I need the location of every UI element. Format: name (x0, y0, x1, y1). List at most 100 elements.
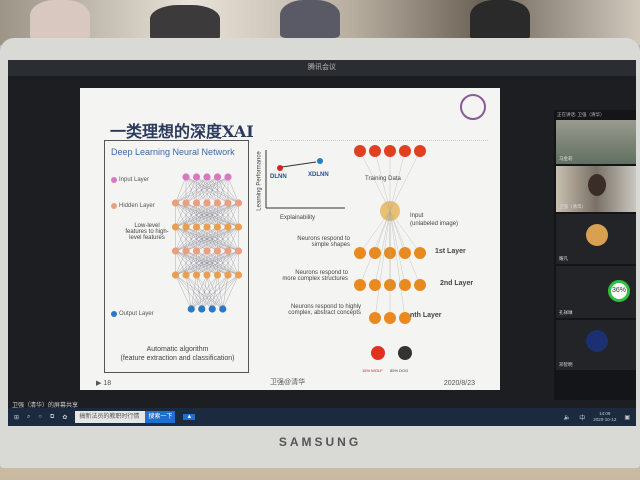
point-dlnn (277, 165, 283, 171)
neuron (213, 271, 222, 279)
layer1-desc: Neurons respond to simple shapes (297, 236, 350, 248)
windows-start-icon[interactable]: ⊞ (14, 414, 20, 421)
feature-neuron (399, 247, 411, 259)
neuron (224, 223, 232, 231)
audience-person (150, 5, 220, 40)
neuron (224, 271, 232, 279)
dl-title: Deep Learning Neural Network (111, 147, 235, 157)
legend-output: Output Layer (111, 311, 154, 317)
dog-output-icon (398, 346, 412, 360)
neuron (182, 271, 190, 279)
feature-neuron (354, 145, 366, 157)
input-sub-label: (unlabeled image) (410, 221, 459, 227)
feature-neuron (369, 247, 381, 259)
feature-neuron (414, 279, 426, 291)
participant-tile[interactable]: 马金莉 (556, 120, 636, 164)
neuron (171, 223, 180, 231)
participants-panel: 正在讲话: 卫强（清华） 马金莉 卫强（清华） 耀凡 36%孔祥琳 邓智明 (554, 110, 636, 400)
neuron (187, 305, 195, 313)
neuron (213, 173, 222, 181)
neuron (203, 173, 211, 181)
participant-tile[interactable]: 耀凡 (556, 214, 636, 264)
laptop: 腾讯会议 一类理想的深度XAI Deep Learning Neural Net… (0, 38, 640, 468)
neuron (234, 271, 243, 279)
input-label: Input (410, 213, 424, 219)
feature-neuron (399, 312, 411, 324)
slide-author: 卫强@清华 (270, 379, 306, 386)
app-icon[interactable]: ✿ (62, 414, 68, 421)
taskbar-search-input[interactable]: 搞新法员的教职时行情 (75, 411, 146, 423)
neuron (224, 247, 232, 255)
neuron (224, 173, 232, 181)
neuron (203, 199, 211, 207)
notification-icon[interactable]: ▣ (624, 414, 630, 421)
neuron (224, 199, 232, 207)
ime-indicator[interactable]: 中 (579, 415, 586, 422)
label-xdlnn: XDLNN (308, 172, 329, 178)
neural-network-diagram (171, 173, 243, 313)
neuron (192, 271, 201, 279)
caption-line1: Automatic algorithm (146, 346, 209, 353)
neuron (203, 271, 211, 279)
laptop-brand-logo: SAMSUNG (278, 435, 362, 449)
university-seal-icon (460, 94, 486, 120)
layern-desc: Neurons respond to highly complex, abstr… (288, 304, 361, 316)
feature-neuron (414, 247, 426, 259)
neuron (192, 199, 201, 207)
training-label: Training Data (365, 176, 401, 182)
neuron (234, 247, 243, 255)
participant-tile[interactable]: 邓智明 (556, 320, 636, 370)
feature-neuron (384, 312, 396, 324)
wolf-output-icon (371, 346, 385, 360)
audience-person (470, 0, 530, 40)
output-wolf: 15% WOLF (362, 368, 383, 373)
features-note: Low-level features to high-level feature… (125, 223, 169, 241)
feature-neuron (414, 145, 426, 157)
legend-input: Input Layer (111, 177, 149, 183)
layer2-desc: Neurons respond to more complex structur… (282, 270, 348, 282)
neuron (208, 305, 216, 313)
output-dog: 85% DOG (390, 368, 409, 373)
slide-date: 2020/8/23 (443, 380, 475, 387)
page-number: ▶ 18 (96, 380, 112, 387)
neuron (219, 305, 227, 313)
search-icon[interactable]: ⌕ (27, 413, 31, 420)
neuron (182, 199, 190, 207)
neuron (213, 223, 222, 231)
feature-neuron (369, 312, 381, 324)
mini-chart (265, 150, 345, 209)
neuron (203, 247, 211, 255)
cortana-icon[interactable]: ○ (38, 414, 43, 420)
label-dlnn: DLNN (270, 174, 287, 180)
participant-tile[interactable]: 卫强（清华） (556, 166, 636, 212)
avatar (586, 224, 608, 246)
xlabel: Explainability (280, 215, 316, 221)
feature-neuron (369, 145, 381, 157)
layer2-label: 2nd Layer (440, 280, 474, 287)
neuron (234, 199, 243, 207)
neuron (203, 223, 211, 231)
feature-neuron (369, 279, 381, 291)
neuron (192, 247, 201, 255)
neuron (182, 173, 190, 181)
shared-slide: 一类理想的深度XAI Deep Learning Neural Network … (80, 88, 500, 390)
window-title: 腾讯会议 (8, 60, 636, 76)
screen: 腾讯会议 一类理想的深度XAI Deep Learning Neural Net… (8, 60, 636, 426)
tencent-meeting-icon[interactable]: ▲ (183, 414, 196, 420)
neuron (171, 271, 180, 279)
participant-tile[interactable]: 36%孔祥琳 (556, 266, 636, 318)
cnn-diagram (354, 145, 426, 360)
feature-neuron (399, 145, 411, 157)
point-xdlnn (317, 158, 323, 164)
neuron (192, 173, 201, 181)
neuron (182, 247, 190, 255)
layer1-label: 1st Layer (435, 248, 466, 255)
feature-neuron (399, 279, 411, 291)
neuron (182, 223, 190, 231)
search-button[interactable]: 搜索一下 (145, 411, 176, 423)
task-view-icon[interactable]: ⧉ (50, 413, 55, 420)
neuron (198, 305, 206, 313)
volume-icon[interactable]: 🔈 (563, 414, 572, 421)
